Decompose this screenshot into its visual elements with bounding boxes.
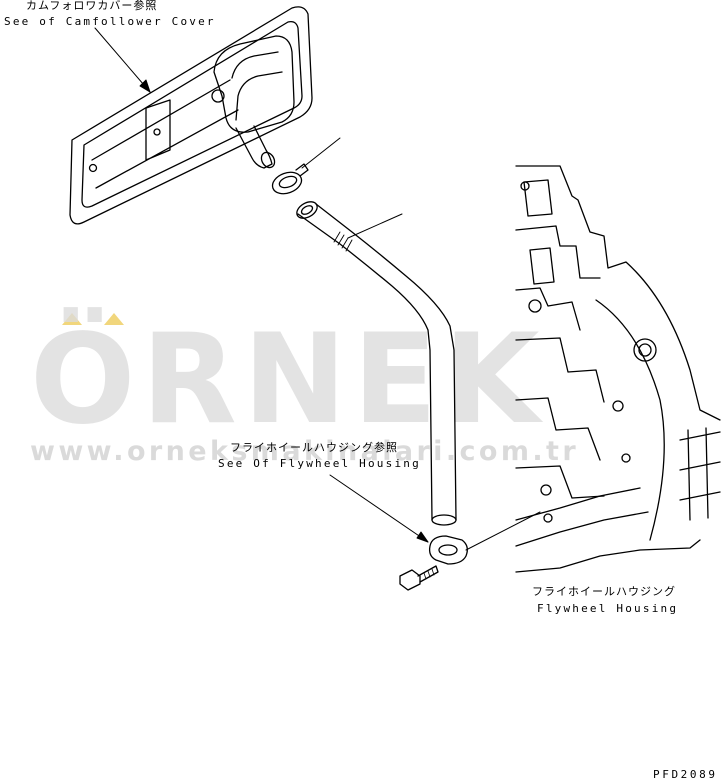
drawing-code: PFD2089 [653,768,718,781]
label-flywheel-housing-jp: フライホイールハウジング [532,585,676,598]
bolt-threads [423,568,435,580]
housing-hole-b [540,484,552,496]
housing-hole-a [520,181,530,191]
breather-hose [296,201,457,526]
hose-tick-marks [333,231,353,252]
leader-clamp [301,137,341,169]
flywheel-housing [515,165,721,573]
leader-camfollower-arrow [139,79,151,93]
housing-boss-top [633,338,657,362]
breather-boss-face [231,51,283,121]
label-camfollower-jp: カムフォロワカバー参照 [26,0,158,12]
watermark-url: www.orneksmakinalari.com.tr [30,436,580,467]
housing-hole-d [612,400,624,412]
housing-outline [515,165,721,573]
label-flywheel-ref-en: See Of Flywheel Housing [218,457,421,470]
leader-flywheel-ref-arrow [416,531,429,543]
breather-outlet-end [260,151,276,169]
housing-lower-arm [515,487,649,547]
mounting-bolt [399,565,439,591]
hose-flange [428,535,468,565]
leader-camfollower [94,27,151,93]
cover-bolt-hole-left [88,163,98,173]
cover-inner-flange [81,20,303,208]
leader-hose [347,213,403,239]
hose-top-end [296,201,318,219]
clamp-ears [295,163,309,177]
hose-bottom-end [431,514,457,526]
camfollower-cover [69,6,313,225]
bolt-head [399,569,421,591]
hose-left-wall [297,213,433,521]
label-flywheel-ref-jp: フライホイールハウジング参照 [230,441,398,454]
watermark-accent-right [104,313,124,325]
hose-right-wall [315,203,457,521]
flange-to-housing-line [465,511,541,551]
housing-h-rib [679,427,721,521]
breather-bolt [211,89,225,103]
flange-bore [438,544,458,556]
housing-ribs [515,225,605,499]
housing-inner-web [523,179,555,285]
housing-port [528,299,542,313]
cover-bolt-hole-mid [153,128,161,136]
breather-boss [213,35,295,133]
clamp-band-inner [278,175,298,189]
housing-boss-top-inner [638,343,652,357]
flange-plate [428,535,468,565]
cover-outer-flange [69,6,313,225]
hose-clamp [271,163,309,195]
hose-top-bore [300,205,314,215]
label-camfollower-en: See of Camfollower Cover [4,15,216,28]
clamp-band-outer [271,171,303,195]
leader-flywheel-ref [329,474,429,543]
bolt-shank [417,565,439,583]
housing-bell [595,299,665,541]
housing-hole-c [543,513,553,523]
housing-hole-e [621,453,631,463]
cover-rib [91,79,239,189]
label-flywheel-housing-en: Flywheel Housing [537,602,679,615]
watermark-accent-left [62,313,82,325]
